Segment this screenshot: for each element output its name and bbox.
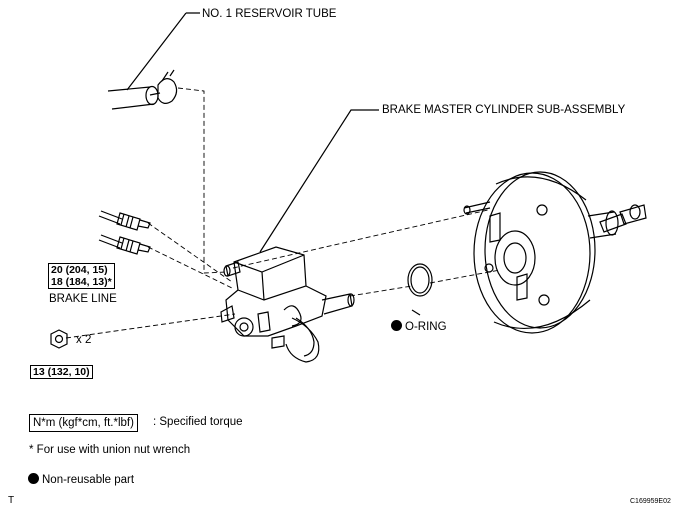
master-cylinder-drawing (220, 246, 355, 363)
nonreusable-dot-icon (391, 320, 402, 331)
brake-line-fittings (98, 210, 151, 255)
nut-drawing (50, 329, 68, 349)
footer-figure-code: C169959E02 (630, 498, 671, 505)
label-brake-line: BRAKE LINE (49, 293, 117, 305)
torque-brake-line-2: 18 (184, 13)* (51, 276, 112, 288)
label-quantity: x 2 (76, 334, 92, 346)
legend-torque-unit-box: N*m (kgf*cm, ft.*lbf) (29, 414, 138, 432)
label-o-ring: O-RING (391, 320, 447, 334)
reservoir-tube-drawing (107, 69, 178, 110)
o-ring-drawing (407, 263, 433, 297)
torque-nut: 13 (132, 10) (33, 366, 90, 378)
torque-box-brake-line: 20 (204, 15) 18 (184, 13)* (48, 263, 115, 289)
o-ring-text: O-RING (405, 321, 447, 333)
brake-booster-drawing (463, 171, 647, 334)
footer-left-mark: T (8, 495, 15, 506)
label-reservoir-tube: NO. 1 RESERVOIR TUBE (202, 8, 337, 20)
legend-nonreusable: Non-reusable part (28, 473, 134, 487)
legend-union-note: * For use with union nut wrench (29, 444, 191, 456)
nonreusable-legend-icon (28, 473, 39, 484)
torque-box-nut: 13 (132, 10) (30, 365, 93, 379)
torque-brake-line-1: 20 (204, 15) (51, 264, 108, 276)
legend-nonreusable-text: Non-reusable part (42, 474, 135, 486)
label-master-cylinder: BRAKE MASTER CYLINDER SUB-ASSEMBLY (382, 104, 626, 116)
legend-torque-desc: : Specified torque (153, 416, 243, 428)
